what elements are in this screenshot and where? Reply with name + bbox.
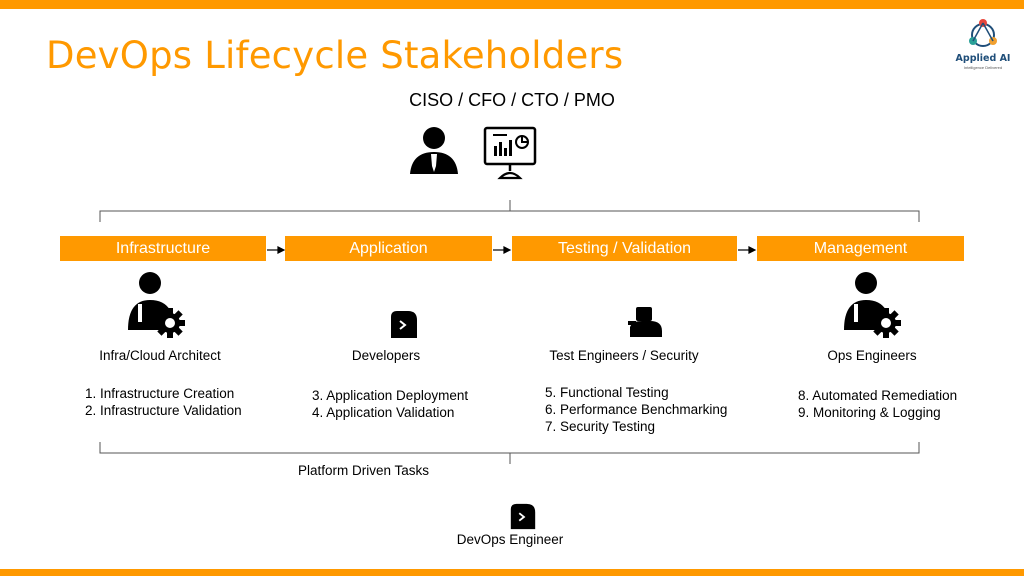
user-gear-icon [124,270,188,342]
phase-application: Application [285,236,492,261]
logo-name: Applied AI [955,53,1011,64]
devops-engineer-label: DevOps Engineer [456,532,564,547]
task-list-infrastructure: 1. Infrastructure Creation 2. Infrastruc… [85,385,242,419]
bottom-bracket [99,442,920,454]
task-list-management: 8. Automated Remediation 9. Monitoring &… [798,387,957,421]
role-infra-cloud-architect: Infra/Cloud Architect [99,348,221,363]
logo-tagline: Intelligence Delivered [963,65,1003,70]
task-item: 6. Performance Benchmarking [545,402,728,417]
business-person-icon [402,122,466,186]
bottom-accent-bar [0,569,1024,576]
monitor-dashboard-icon [480,124,540,182]
role-test-engineers-security: Test Engineers / Security [549,348,699,363]
slide-title: DevOps Lifecycle Stakeholders [46,34,624,77]
phase-infrastructure: Infrastructure [60,236,266,261]
phase-management: Management [757,236,964,261]
top-bracket [99,210,920,222]
task-list-application: 3. Application Deployment 4. Application… [312,387,468,421]
task-item: 7. Security Testing [545,419,656,434]
role-ops-engineers: Ops Engineers [827,348,917,363]
task-list-testing: 5. Functional Testing 6. Performance Ben… [545,384,727,435]
company-logo: Applied AI Intelligence Delivered [948,16,1018,76]
executives-label: CISO / CFO / CTO / PMO [409,90,615,110]
tester-icon [628,305,664,339]
task-item: 8. Automated Remediation [798,388,958,403]
developer-icon [388,308,420,340]
task-item: 2. Infrastructure Validation [85,403,242,418]
task-item: 1. Infrastructure Creation [85,386,235,401]
task-item: 9. Monitoring & Logging [798,405,941,420]
phase-testing-validation: Testing / Validation [512,236,737,261]
role-developers: Developers [351,348,421,363]
platform-driven-tasks-label: Platform Driven Tasks [298,463,430,478]
task-item: 5. Functional Testing [545,385,669,400]
developer-icon [508,501,538,531]
task-item: 3. Application Deployment [312,388,469,403]
task-item: 4. Application Validation [312,405,455,420]
top-accent-bar [0,0,1024,9]
logo-mark-icon [969,19,997,47]
user-gear-icon [840,270,904,342]
